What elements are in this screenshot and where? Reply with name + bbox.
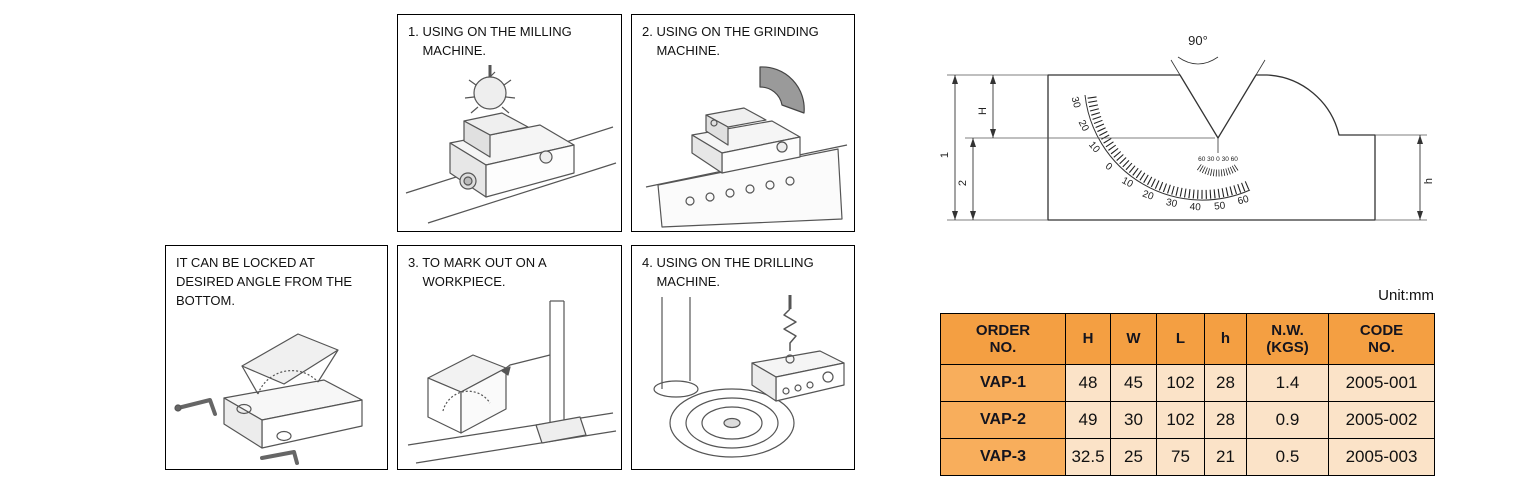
locked-illustration: [174, 333, 363, 465]
table-cell: 102: [1156, 364, 1205, 402]
scale-number: 60: [1236, 194, 1250, 208]
order-no-cell: VAP-1: [940, 364, 1066, 402]
panel-caption: 3. TO MARK OUT ON A WORKPIECE.: [408, 255, 547, 289]
table-cell: 75: [1156, 438, 1205, 476]
table-cell: 21: [1204, 438, 1247, 476]
grinding-illustration: [645, 66, 848, 228]
table-cell: 2005-002: [1328, 401, 1435, 439]
order-no-cell: VAP-2: [940, 401, 1066, 439]
table-cell: 102: [1156, 401, 1205, 439]
scale-number: 0: [1103, 161, 1115, 173]
technical-drawing: 90° 60 30 0 30 60 30 20 10 0 10 20 30 40…: [939, 33, 1435, 221]
table-row: VAP-2 49 30 102 28 0.9 2005-002: [940, 401, 1435, 439]
table-cell: 2005-003: [1328, 438, 1435, 476]
table-cell: 0.5: [1246, 438, 1329, 476]
dim-label-2: 2: [957, 180, 969, 186]
dim-label-H: H: [977, 107, 989, 115]
panel-caption: 1. USING ON THE MILLING MACHINE.: [408, 24, 572, 58]
dimension-labels: 1 2 H h: [939, 107, 1435, 186]
table-cell: 45: [1110, 364, 1157, 402]
table-cell: 49: [1065, 401, 1111, 439]
table-cell: 32.5: [1065, 438, 1111, 476]
scale-number: 40: [1189, 202, 1201, 214]
angle-label: 90°: [1188, 33, 1208, 48]
col-header-W: W: [1110, 313, 1157, 365]
col-header-code-no: CODE NO.: [1328, 313, 1435, 365]
scale-number: 10: [1120, 175, 1135, 190]
col-header-nw: N.W. (KGS): [1246, 313, 1329, 365]
table-cell: 28: [1204, 401, 1247, 439]
table-cell: 25: [1110, 438, 1157, 476]
panel-markout: 3. TO MARK OUT ON A WORKPIECE.: [397, 245, 622, 470]
panel-caption: IT CAN BE LOCKED AT DESIRED ANGLE FROM T…: [176, 255, 353, 308]
markout-illustration: [407, 300, 617, 464]
scale-number: 50: [1214, 200, 1227, 212]
col-header-H: H: [1065, 313, 1111, 365]
table-header-row: ORDER NO. H W L h N.W. (KGS) CODE NO.: [940, 313, 1435, 365]
vernier-scale-label: 60 30 0 30 60: [1198, 156, 1238, 163]
scale-number: 30: [1069, 96, 1083, 110]
dim-label-h: h: [1423, 178, 1435, 184]
scale-number: 20: [1076, 118, 1091, 133]
panel-locked: IT CAN BE LOCKED AT DESIRED ANGLE FROM T…: [165, 245, 388, 470]
panel-caption: 2. USING ON THE GRINDING MACHINE.: [642, 24, 819, 58]
scale-number: 30: [1165, 197, 1179, 210]
col-header-L: L: [1156, 313, 1205, 365]
vblock-outline: [1047, 74, 1376, 221]
unit-label: Unit:mm: [1378, 287, 1434, 304]
table-cell: 30: [1110, 401, 1157, 439]
panel-drilling: 4. USING ON THE DRILLING MACHINE.: [631, 245, 855, 470]
col-header-order-no: ORDER NO.: [940, 313, 1066, 365]
col-header-h: h: [1204, 313, 1247, 365]
dim-label-1: 1: [939, 152, 951, 158]
protractor-arc: [1084, 94, 1251, 201]
panel-milling: 1. USING ON THE MILLING MACHINE.: [397, 14, 622, 232]
panel-grinding: 2. USING ON THE GRINDING MACHINE.: [631, 14, 855, 232]
scale-number: 20: [1141, 189, 1156, 203]
drilling-illustration: [653, 295, 845, 458]
protractor-scale-numbers: 30 20 10 0 10 20 30 40 50 60: [1069, 96, 1251, 214]
order-no-cell: VAP-3: [940, 438, 1066, 476]
dimension-lines: [954, 75, 1421, 220]
table-cell: 48: [1065, 364, 1111, 402]
table-row: VAP-1 48 45 102 28 1.4 2005-001: [940, 364, 1435, 402]
extension-lines: [947, 74, 1427, 221]
table-cell: 2005-001: [1328, 364, 1435, 402]
spec-table: ORDER NO. H W L h N.W. (KGS) CODE NO. VA…: [940, 313, 1435, 476]
table-cell: 28: [1204, 364, 1247, 402]
panel-caption: 4. USING ON THE DRILLING MACHINE.: [642, 255, 814, 289]
dimension-arrows: [952, 75, 1423, 220]
vernier-ticks: [1196, 164, 1240, 177]
table-cell: 0.9: [1246, 401, 1329, 439]
table-row: VAP-3 32.5 25 75 21 0.5 2005-003: [940, 438, 1435, 476]
table-cell: 1.4: [1246, 364, 1329, 402]
milling-illustration: [405, 65, 617, 224]
